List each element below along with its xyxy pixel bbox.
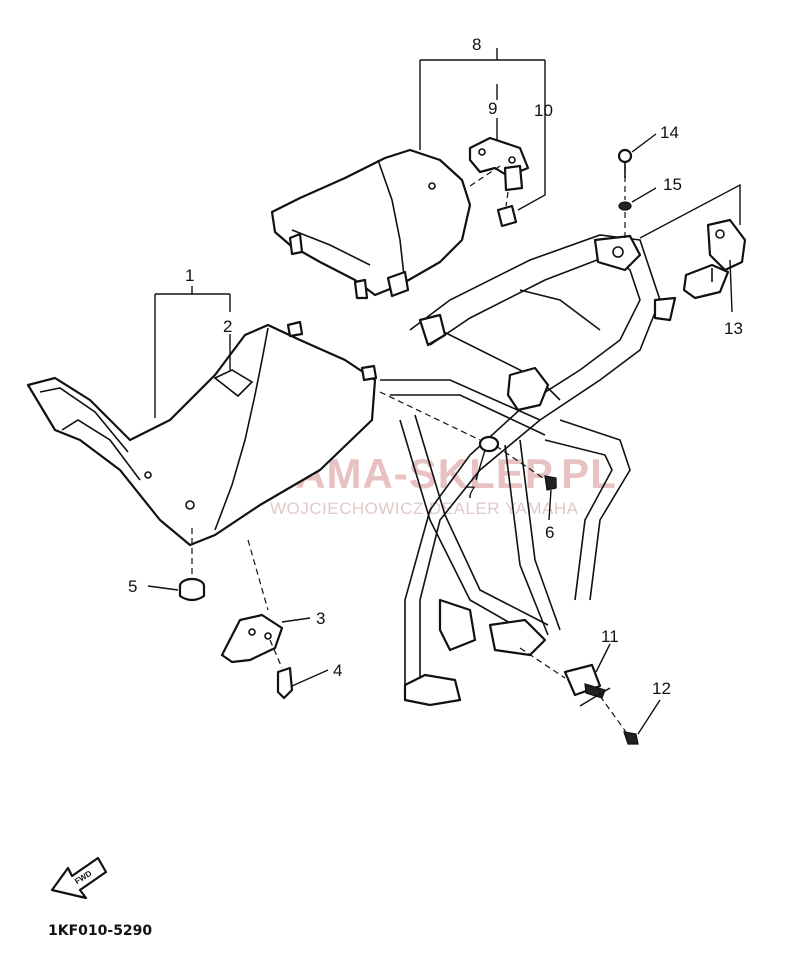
nut-part-10 bbox=[496, 204, 518, 228]
damper-part-5 bbox=[178, 577, 206, 602]
collar-part-7 bbox=[478, 435, 500, 453]
callout-9: 9 bbox=[488, 99, 497, 118]
callout-4: 4 bbox=[333, 661, 342, 680]
bolt-part-6 bbox=[544, 475, 557, 491]
callouts: 1 2 3 4 5 6 7 8 9 10 11 12 13 14 15 bbox=[128, 35, 743, 698]
part-code: 1KF010-5290 bbox=[48, 923, 152, 939]
callout-7: 7 bbox=[466, 483, 475, 502]
callout-12: 12 bbox=[652, 679, 671, 698]
bolt-part-4 bbox=[276, 666, 294, 700]
bracket-part-3 bbox=[220, 613, 284, 664]
seat-assembly bbox=[26, 320, 378, 547]
callout-6: 6 bbox=[545, 523, 554, 542]
seat-lock-part-13 bbox=[682, 218, 747, 300]
leader-lines bbox=[147, 48, 741, 735]
frame bbox=[380, 234, 677, 707]
callout-15: 15 bbox=[663, 175, 682, 194]
callout-10: 10 bbox=[534, 101, 553, 120]
callout-8: 8 bbox=[472, 35, 481, 54]
callout-11: 11 bbox=[601, 627, 619, 646]
callout-13: 13 bbox=[724, 319, 743, 338]
callout-5: 5 bbox=[128, 577, 137, 596]
washer-part-15 bbox=[618, 201, 632, 211]
callout-1: 1 bbox=[185, 266, 194, 285]
bracket-part-9 bbox=[468, 136, 530, 192]
watermark-subline: WOJCIECHOWICZ DEALER YAMAHA bbox=[270, 499, 579, 518]
bolt-part-14 bbox=[617, 148, 633, 178]
fitting-lines bbox=[191, 165, 627, 733]
fwd-arrow-icon: FWD bbox=[50, 856, 108, 900]
switch-part-11 bbox=[563, 663, 606, 699]
callout-3: 3 bbox=[316, 609, 325, 628]
callout-14: 14 bbox=[660, 123, 679, 142]
rear-seat-assembly bbox=[270, 148, 472, 300]
screw-part-12 bbox=[623, 731, 639, 745]
callout-2: 2 bbox=[223, 317, 232, 336]
